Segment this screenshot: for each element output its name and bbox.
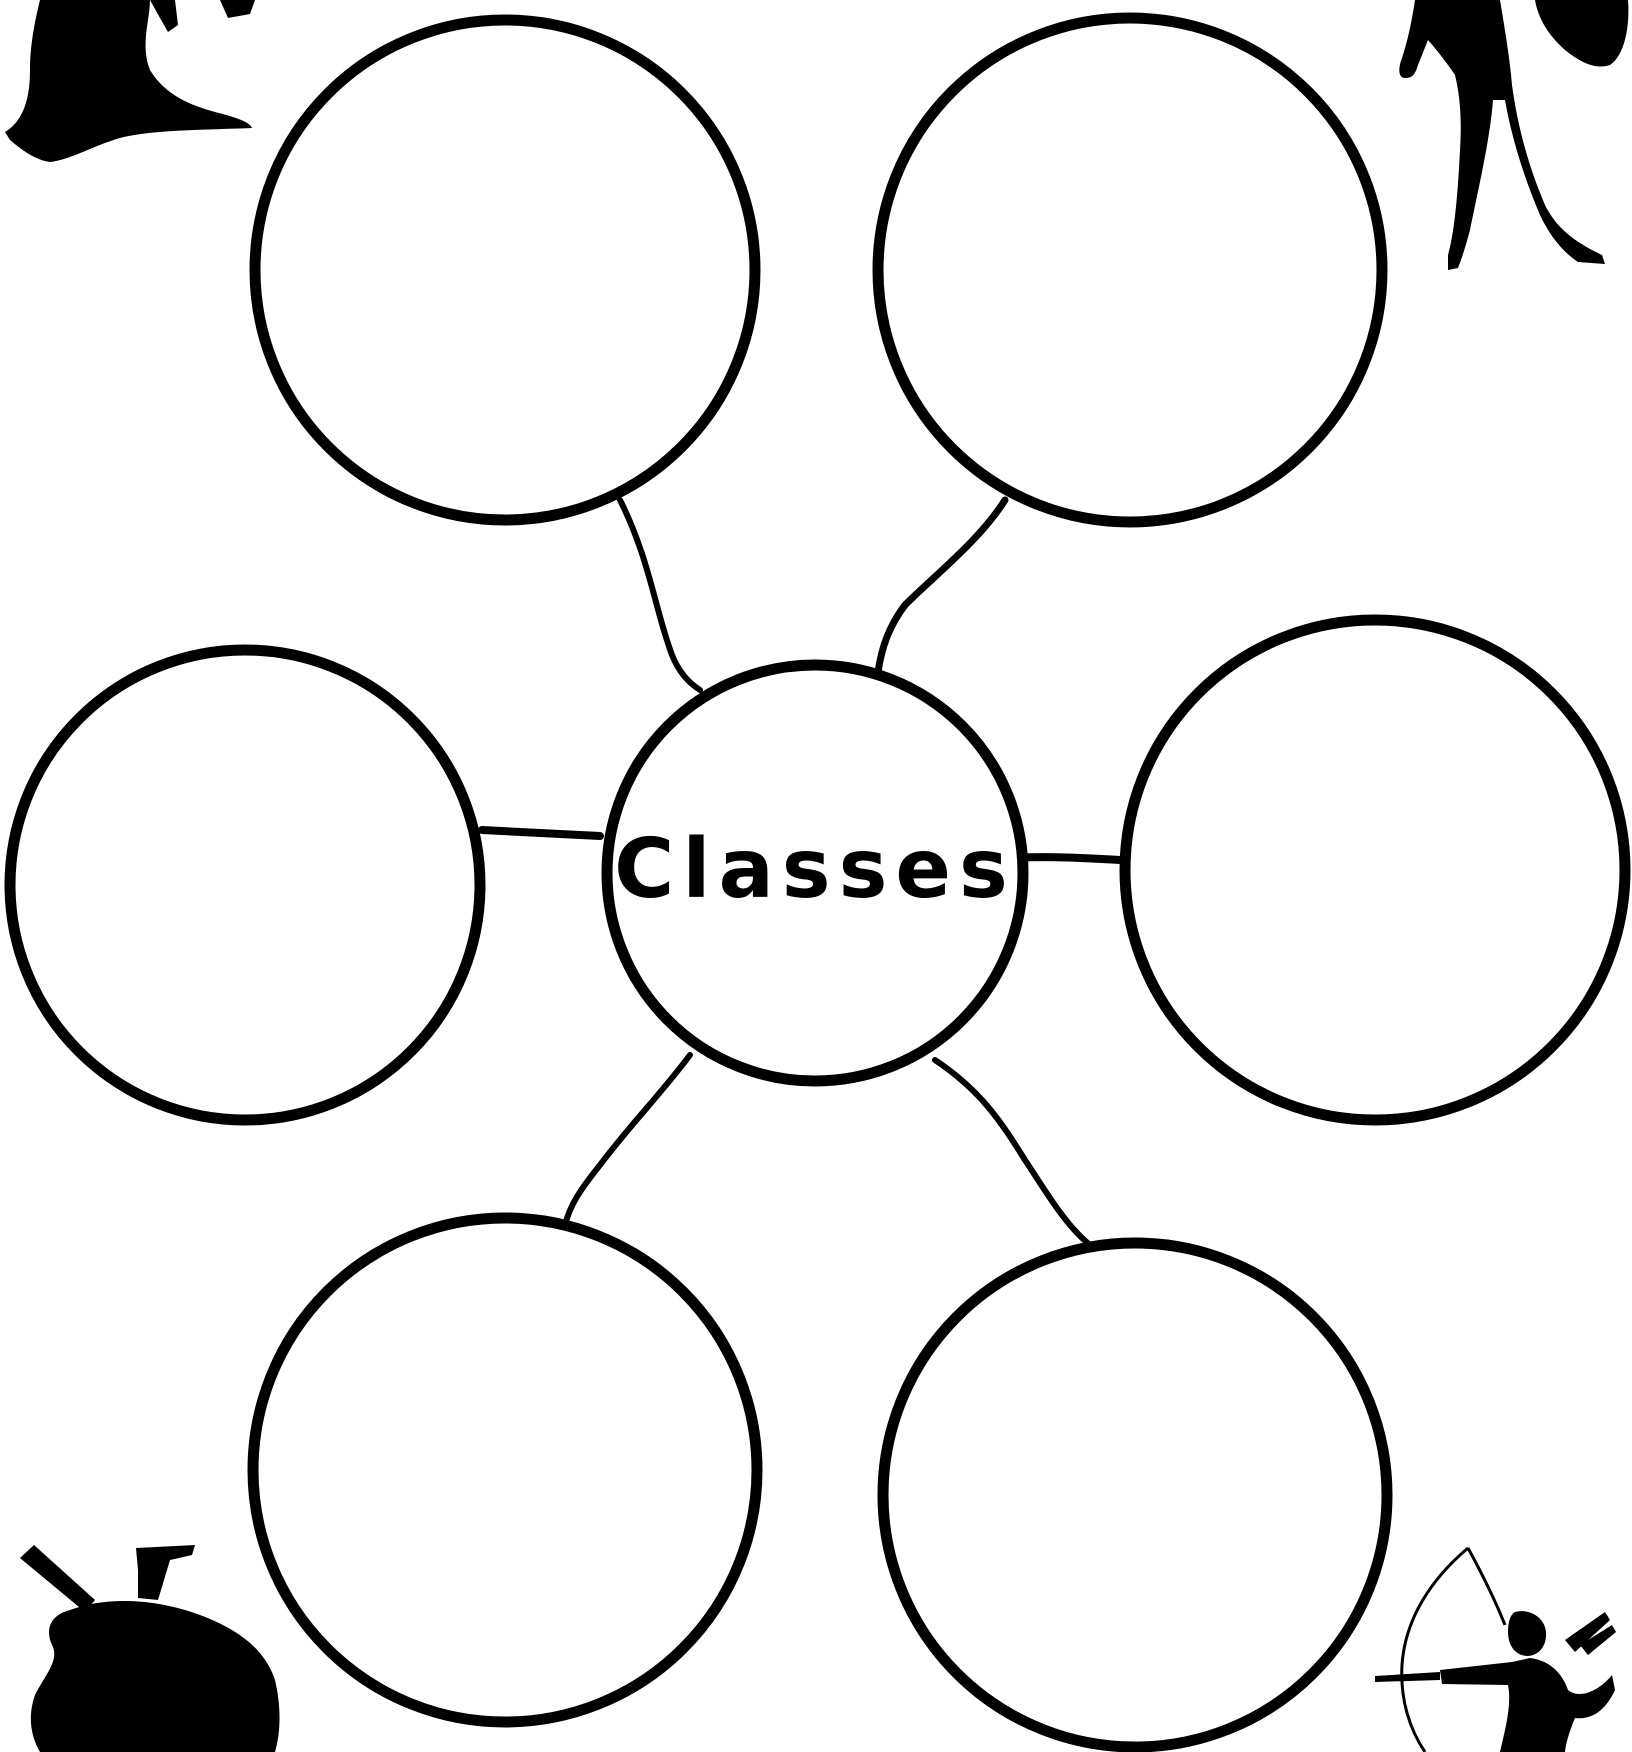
bubble-middle-left[interactable] (10, 650, 480, 1120)
archer-silhouette-icon (1375, 1548, 1616, 1752)
bubble-bottom-right[interactable] (883, 1243, 1387, 1747)
connector-left (482, 830, 600, 836)
wizard-silhouette-icon (5, 0, 255, 162)
samurai-silhouette-icon (20, 1545, 280, 1752)
warrior-silhouette-icon (1399, 0, 1628, 270)
bubble-middle-right[interactable] (1125, 620, 1625, 1120)
connector-top-left (620, 500, 700, 690)
connector-bottom-right (935, 1060, 1090, 1245)
center-label: Classes (614, 822, 1016, 917)
bubble-top-left[interactable] (255, 20, 755, 520)
connector-right (1012, 857, 1120, 860)
bubble-top-right[interactable] (878, 18, 1382, 522)
connector-top-right (878, 500, 1005, 672)
connector-bottom-left (565, 1055, 690, 1225)
bubble-bottom-left[interactable] (253, 1218, 757, 1722)
